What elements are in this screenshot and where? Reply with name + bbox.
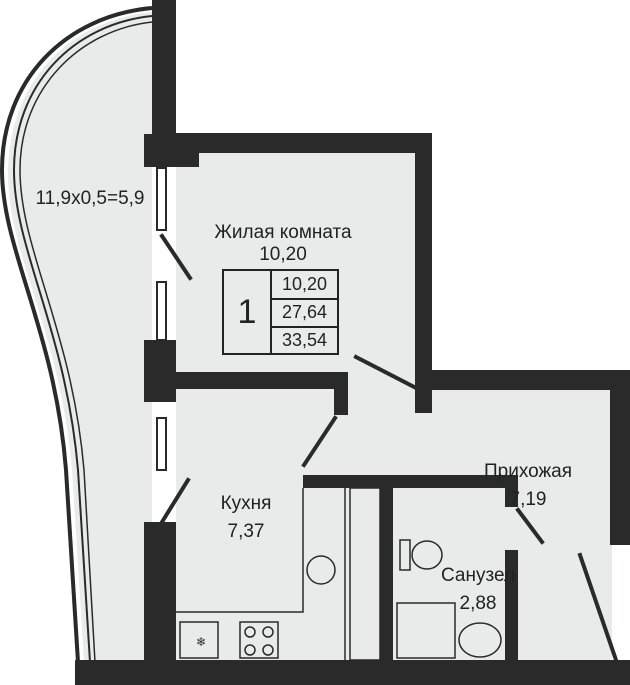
walls <box>75 0 630 685</box>
room-area-living: 10,20 <box>259 244 307 265</box>
living-area: 10,20 <box>272 271 337 300</box>
room-name-bathroom: Санузел <box>440 565 516 586</box>
room-area-hall: 7,19 <box>509 489 547 510</box>
windows <box>156 167 167 471</box>
room-name-living: Жилая комната <box>214 222 352 243</box>
room-area-bathroom: 2,88 <box>459 593 497 614</box>
balcony-area: 11,9x0,5=5,9 <box>35 188 145 209</box>
room-area-kitchen: 7,37 <box>227 521 265 542</box>
balcony-floor <box>7 12 152 662</box>
balcony-rail <box>0 6 153 663</box>
kitchen-fixtures <box>176 487 502 661</box>
toilet-icon <box>411 540 443 570</box>
room-name-kitchen: Кухня <box>220 493 272 514</box>
balcony-rail-inner <box>12 15 153 663</box>
balcony-rail-line <box>19 21 153 663</box>
apartment-summary-badge: 1 10,20 27,64 33,54 <box>222 269 339 355</box>
bathtub-shaft <box>349 487 381 661</box>
stove-icon <box>239 621 279 659</box>
snowflake-icon: ❄ <box>196 635 206 649</box>
rooms-count: 1 <box>224 271 272 353</box>
washbasin-icon <box>458 622 502 658</box>
fridge-icon <box>179 621 219 659</box>
total-area: 33,54 <box>281 330 328 350</box>
room-name-hall: Прихожая <box>483 461 573 482</box>
shower-tray-icon <box>396 602 456 659</box>
sink-icon <box>306 555 336 585</box>
total-living-area: 27,64 <box>272 299 337 328</box>
doors <box>159 233 619 663</box>
